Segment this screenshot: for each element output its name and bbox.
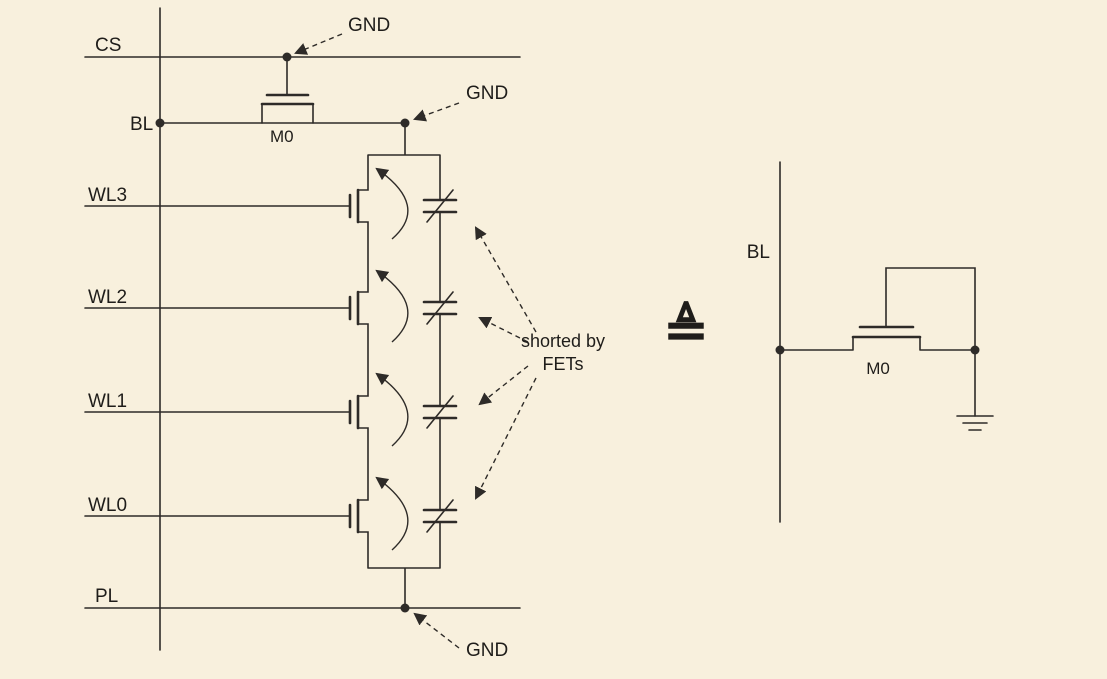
- gnd-bitline-label: GND: [466, 83, 508, 104]
- gnd-annotations: GND GND GND: [294, 15, 508, 661]
- wordlines: [84, 205, 351, 517]
- select-transistor-m0: [260, 56, 315, 124]
- cell2-curved-arrow: [375, 269, 409, 343]
- shorted-label-line2: FETs: [542, 354, 583, 374]
- ferro-capacitor-slashes: [426, 189, 454, 533]
- wl3-label: WL3: [88, 185, 127, 206]
- right-circuit-wires: [779, 267, 976, 417]
- left-circuit: GND GND GND shorted by FETs CS BL WL3 WL…: [84, 7, 605, 661]
- shorted-arrow-cell4: [475, 377, 537, 500]
- m0-label: M0: [270, 127, 294, 146]
- gnd-plateline-arrow: [413, 612, 460, 649]
- gnd-top-label: GND: [348, 15, 390, 36]
- wl2-label: WL2: [88, 287, 127, 308]
- right-bl-node-dot: [775, 345, 785, 355]
- cell3-curved-arrow: [375, 372, 409, 447]
- cs-label: CS: [95, 35, 121, 56]
- cell4-curved-arrow: [375, 476, 409, 551]
- ground-symbol-lines: [956, 415, 994, 431]
- polarization-arrows: [375, 167, 409, 551]
- shorted-arrow-cell3: [478, 365, 529, 406]
- junction-dots: [155, 52, 410, 613]
- ferro-capacitor-plates: [422, 198, 458, 524]
- right-m0-label: M0: [866, 359, 890, 378]
- m0-wires: [261, 56, 314, 124]
- right-drain-node-dot: [970, 345, 980, 355]
- cs-gate-node-dot: [282, 52, 292, 62]
- chain-wires: [357, 122, 441, 609]
- gnd-bitline-arrow: [413, 102, 460, 122]
- pl-chain-node-dot: [400, 603, 410, 613]
- bl-label: BL: [130, 114, 153, 135]
- wl1-label: WL1: [88, 391, 127, 412]
- shorted-arrow-cell1: [474, 226, 537, 333]
- ground-symbol: [956, 415, 994, 431]
- pl-label: PL: [95, 586, 118, 607]
- gnd-plateline-label: GND: [466, 640, 508, 661]
- cell1-curved-arrow: [375, 167, 409, 240]
- bl-bus-node-dot: [155, 118, 165, 128]
- right-bl-label: BL: [747, 242, 770, 263]
- equivalence-symbol: ≜: [663, 300, 708, 360]
- cell-transistor-plates: [348, 188, 360, 534]
- shorted-annotation: shorted by FETs: [474, 226, 605, 500]
- wl0-label: WL0: [88, 495, 127, 516]
- gnd-top-arrow: [294, 33, 343, 55]
- right-circuit: BL M0: [747, 161, 994, 523]
- cell-chain: [348, 122, 458, 609]
- shorted-label-line1: shorted by: [521, 331, 605, 351]
- bl-chain-node-dot: [400, 118, 410, 128]
